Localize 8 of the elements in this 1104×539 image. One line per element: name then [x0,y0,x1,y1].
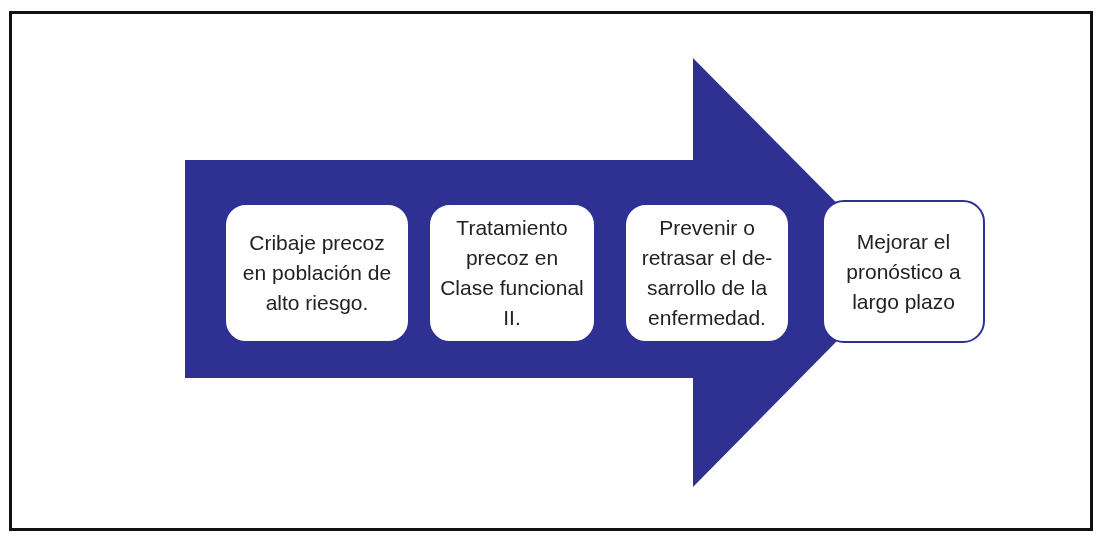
step-text: Mejorar el pronóstico a largo plazo [845,228,962,315]
step-text: Tratamiento precoz en Clase funcional II. [439,215,585,331]
step-text: Prevenir o retrasar el de- sarrollo de la enfermedad. [640,215,774,331]
step-box [822,200,985,343]
step-box [428,203,596,343]
step-text: Cribaje precoz en población de alto riesgo. [242,230,392,316]
step-box [624,203,790,343]
step-box [224,203,410,343]
